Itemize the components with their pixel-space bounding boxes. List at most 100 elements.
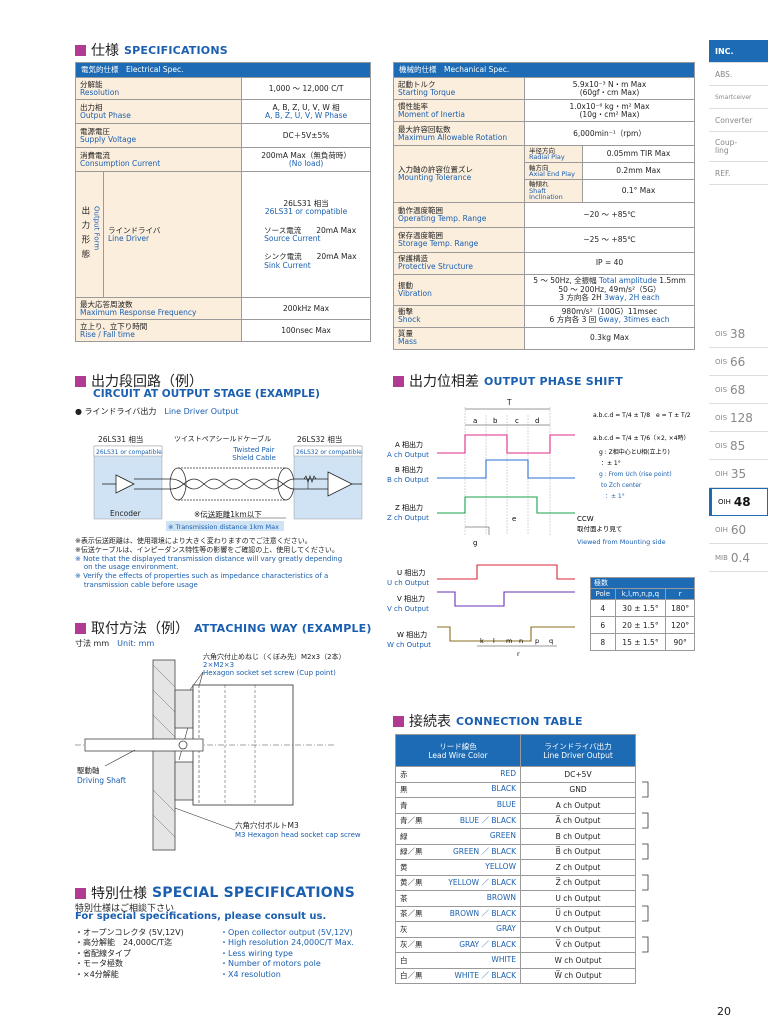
special-item-jp-4: ・モータ極数 xyxy=(75,959,123,969)
wave-u xyxy=(437,564,575,580)
special-item-en-1: ・Open collector output (5V,12V) xyxy=(220,928,353,937)
lead-color-header-jp: リード線色 xyxy=(439,741,477,751)
wave-v-label-jp: V 相出力 xyxy=(397,594,425,603)
series-number: 68 xyxy=(730,382,746,397)
tick-p: p xyxy=(535,637,539,645)
freq-label-jp: 最大応答周波数 xyxy=(80,299,133,309)
tick-l: l xyxy=(493,637,495,645)
sidebar-item-abs[interactable]: ABS. xyxy=(709,63,768,86)
radial-value: 0.05mm TIR Max xyxy=(582,145,695,164)
set-screw-label-en: Hexagon socket set screw (Cup point) xyxy=(203,669,336,677)
sidebar-item-coupling[interactable]: Coup- ling xyxy=(709,132,768,162)
mechanical-header-jp: 機械的仕様 xyxy=(399,65,437,74)
wave-u-label-en: U ch Output xyxy=(387,579,429,587)
encoder-label: Encoder xyxy=(110,509,142,518)
pole-angle: 15 ± 1.5° xyxy=(614,633,667,651)
pair-bracket-icon xyxy=(642,936,649,953)
sidebar-item-converter[interactable]: Converter xyxy=(709,109,768,132)
series-prefix: OIH xyxy=(715,469,728,478)
ccw-label: CCW xyxy=(577,515,594,523)
circuit-title-jp: 出力段回路（例） xyxy=(91,374,203,390)
sidebar-item-smartceiver[interactable]: Smartceiver xyxy=(709,86,768,109)
wire-color-jp: 赤 xyxy=(400,769,408,779)
series-prefix: OIH xyxy=(715,525,728,534)
wire-color-en: WHITE xyxy=(491,954,516,964)
set-screw-label-jp: 六角穴付止めねじ（くぼみ先）M2x3（2本） xyxy=(203,652,346,661)
special-title-en: SPECIAL SPECIFICATIONS xyxy=(152,885,356,901)
label-e: e xyxy=(512,515,516,523)
electrical-spec-header: 電気的仕様 Electrical Spec. xyxy=(75,61,371,79)
wire-color-en: GRAY xyxy=(496,923,516,933)
radial-label-jp: 半径方向 xyxy=(529,146,555,155)
special-title-jp: 特別仕様 xyxy=(91,886,147,902)
circuit-notes: ※表示伝送距離は、使用環境により大きく変わりますのでご注意ください。 ※伝送ケー… xyxy=(75,537,375,590)
wire-color-en: GREEN xyxy=(489,830,516,840)
distance-label-jp: ※伝送距離1km以下 xyxy=(194,509,262,519)
page-number: 20 xyxy=(717,1005,731,1018)
pair-brackets xyxy=(642,781,649,953)
shaft-label-en: Driving Shaft xyxy=(77,776,126,785)
wave-v xyxy=(437,591,575,607)
pole-r: 90° xyxy=(665,633,695,651)
sidebar-item-ref[interactable]: REF. xyxy=(709,162,768,185)
sidebar-item-inc[interactable]: INC. xyxy=(709,40,768,63)
output-form-label-en: Output Form xyxy=(92,205,101,251)
wire-output: U ch Output xyxy=(520,890,636,907)
wave-u-label-jp: U 相出力 xyxy=(397,568,425,577)
circuit-note-3: ※ Note that the displayed transmission d… xyxy=(75,554,343,563)
series-number: 128 xyxy=(730,410,753,425)
resolution-label-en: Resolution xyxy=(80,87,120,97)
protection-label-jp: 保護構造 xyxy=(398,254,428,263)
protection-value: IP = 40 xyxy=(524,251,695,275)
series-prefix: OIS xyxy=(715,441,728,450)
electrical-header-en: Electrical Spec. xyxy=(126,65,184,74)
period-label: T xyxy=(506,398,512,407)
vibration-value-3b: 3way, 2H each xyxy=(604,293,660,303)
series-number: 0.4 xyxy=(730,550,750,565)
line-driver-label-jp: ラインドライバ xyxy=(108,225,161,235)
tolerance-label-en: Mounting Tolerance xyxy=(398,173,472,183)
driver-chip-jp: 26LS31 相当 xyxy=(283,198,329,208)
series-prefix: OIS xyxy=(715,329,728,338)
wire-color-jp: 白 xyxy=(400,955,408,965)
wire-color-en: BROWN ／ BLACK xyxy=(449,909,516,919)
series-number: 35 xyxy=(730,466,747,481)
circuit-diagram: 26LS31 相当 ツイストペアシールドケーブル Twisted Pair Sh… xyxy=(93,434,363,531)
special-consult-en: For special specifications, please consu… xyxy=(75,911,327,922)
wave-z xyxy=(437,496,575,514)
voltage-value: DC＋5V±5% xyxy=(241,123,371,149)
wire-color-jp: 青 xyxy=(400,800,408,810)
formula-4: ：± 1° xyxy=(601,460,621,467)
wire-color-jp: 青／黒 xyxy=(400,816,423,826)
sink-current-label-jp: シンク電流 xyxy=(264,252,302,262)
wire-color-en: BLACK xyxy=(491,784,516,794)
specifications-title-jp: 仕様 xyxy=(91,43,119,59)
cable-label-en-1: Twisted Pair xyxy=(232,446,274,454)
special-item-en-2: ・High resolution 24,000C/T Max. xyxy=(220,938,354,948)
ccw-label-jp: 取付面より見て xyxy=(577,524,622,533)
wire-output: Z̅ ch Output xyxy=(520,874,636,891)
wire-color-jp: 茶／黒 xyxy=(400,909,423,919)
series-prefix: OIS xyxy=(715,413,728,422)
shock-value-2b: 6way, 3times each xyxy=(598,315,670,325)
inertia-label-jp: 慣性能率 xyxy=(398,101,428,111)
inertia-value-2: (10g・cm² Max) xyxy=(579,109,640,119)
pole-angle: 30 ± 1.5° xyxy=(614,599,667,617)
